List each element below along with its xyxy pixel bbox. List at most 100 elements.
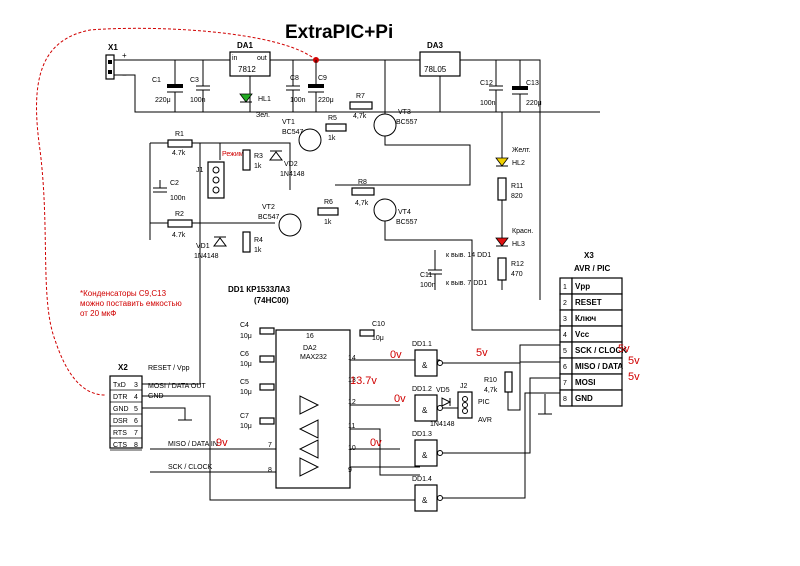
vd2-label: VD2 [284, 161, 298, 168]
da2-part: MAX232 [300, 354, 327, 361]
dd1-4-amp: & [422, 496, 428, 505]
voltage-0v-dd11: 0v [390, 349, 402, 361]
x2-pin-label: DTR [113, 394, 127, 401]
x3-subtitle: AVR / PIC [574, 264, 611, 273]
switch-section: R1 4.7k C2 100n J1 Режим R3 1k VD2 1N414… [149, 60, 560, 331]
c13-label: C13 [526, 80, 539, 87]
x2-pin-number: 4 [134, 394, 138, 401]
x3-pin-label: GND [575, 394, 593, 403]
da2-driver-1 [299, 395, 320, 415]
r8-value: 4,7k [355, 200, 369, 207]
hl1-color: Зел. [256, 112, 270, 119]
da1-part: 7812 [238, 65, 256, 74]
c5-label: C5 [240, 379, 249, 386]
c10-label: C10 [372, 321, 385, 328]
c8-label: C8 [290, 75, 299, 82]
j2-jumper [457, 391, 473, 419]
r8-label: R8 [358, 179, 367, 186]
voltage-annotations: 0v 5v 0v 0v 9v 13.7v 5v 5v 5v [216, 343, 640, 449]
c3-label: C3 [190, 77, 199, 84]
vt4-label: VT4 [398, 209, 411, 216]
dd1-3-amp: & [422, 451, 428, 460]
c8-value: 100n [290, 97, 306, 104]
voltage-5v-mosi: 5v [628, 371, 640, 383]
r12-value: 470 [511, 271, 523, 278]
x2-signal-reset: RESET / Vpp [148, 365, 190, 372]
r6-label: R6 [324, 199, 333, 206]
r5-resistor [325, 123, 347, 132]
da2-receiver-2 [298, 439, 319, 459]
c13-value: 220μ [526, 100, 542, 107]
r5-label: R5 [328, 115, 337, 122]
vt3-part: BC557 [396, 119, 418, 126]
dd1-2-amp: & [422, 406, 428, 415]
c12-label: C12 [480, 80, 493, 87]
note-line-3: от 20 мкФ [80, 309, 116, 318]
x2-signal-miso: MISO / DATA IN [168, 441, 218, 448]
c6-value: 10μ [240, 361, 252, 368]
x3-pin-label: MOSI [575, 378, 595, 387]
vd1-part: 1N4148 [194, 253, 219, 260]
r7-resistor [349, 101, 373, 110]
c1-value: 220μ [155, 97, 171, 104]
dd1-1-amp: & [422, 361, 428, 370]
hl2-color: Желт. [512, 147, 531, 154]
hl3-led [495, 237, 509, 247]
x2-pin-label: RTS [113, 430, 127, 437]
da2-chip [275, 329, 351, 489]
x3-pin-label: SCK / CLOCK [575, 346, 627, 355]
x3-pin-label: Ключ [575, 314, 596, 323]
hl1-led [239, 93, 253, 103]
hl1-label: HL1 [258, 96, 271, 103]
dd1-3-label: DD1.3 [412, 431, 432, 438]
vt1-part: BC547 [282, 129, 304, 136]
x3-pin-number: 3 [563, 316, 567, 323]
r4-label: R4 [254, 237, 263, 244]
c5-value: 10μ [240, 389, 252, 396]
x2-pin-number: 7 [134, 430, 138, 437]
dd1-1-label: DD1.1 [412, 341, 432, 348]
da2-pin-8: 8 [268, 467, 272, 474]
r10-resistor [504, 371, 513, 393]
x2-pin-label: CTS [113, 442, 127, 449]
x2-signal-sck: SCK / CLOCK [168, 464, 213, 471]
c11-label: C11 [420, 272, 432, 279]
x2-signal-mosi: MOSI / DATA OUT [148, 383, 206, 390]
c9-label: C9 [318, 75, 327, 82]
max232-section: DA2 MAX232 C4 10μ C6 10μ C5 10μ C7 10μ C… [150, 321, 440, 489]
hl2-label: HL2 [512, 160, 525, 167]
c12-value: 100n [480, 100, 496, 107]
da2-pin-11: 11 [348, 423, 355, 430]
x2-pin-number: 8 [134, 442, 138, 449]
voltage-13-7v: 13.7v [350, 375, 377, 387]
r12-label: R12 [511, 261, 524, 268]
r6-value: 1k [324, 219, 332, 226]
c10-value: 10μ [372, 335, 384, 342]
j1-jumper [207, 161, 225, 199]
r4-resistor [242, 231, 251, 253]
r6-resistor [317, 207, 339, 216]
r2-resistor [167, 219, 193, 228]
x3-pin-number: 5 [563, 348, 567, 355]
da2-pin-13: 13 [348, 377, 356, 384]
r2-label: R2 [175, 211, 184, 218]
c4-label: C4 [240, 322, 249, 329]
c11-value: 100n [420, 282, 436, 289]
da2-driver-2 [299, 457, 320, 477]
da2-pin-14: 14 [348, 355, 356, 362]
vd5-label: VD5 [436, 387, 450, 394]
x3-pin-label: Vpp [575, 282, 590, 291]
c1-label: C1 [152, 77, 161, 84]
dd1-2-label: DD1.2 [412, 386, 432, 393]
vt1-transistor [298, 128, 322, 152]
vt2-label: VT2 [262, 204, 275, 211]
da3-regulator [419, 51, 461, 77]
voltage-0v-dd12: 0v [394, 393, 406, 405]
vd1-diode [213, 237, 227, 247]
vt4-transistor [373, 198, 397, 222]
voltage-9v: 9v [216, 437, 228, 449]
schematic-title: ExtraPIC+Pi [285, 22, 393, 43]
vt3-label: VT3 [398, 109, 411, 116]
